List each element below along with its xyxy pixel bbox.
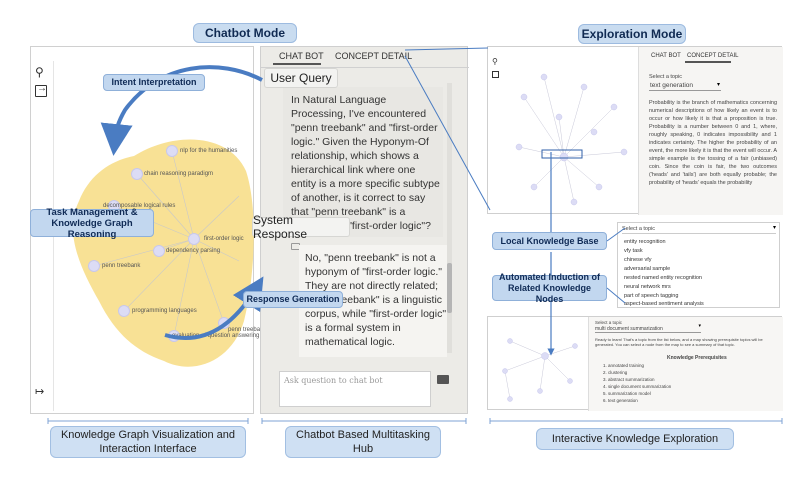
kg-node[interactable] (166, 145, 178, 157)
prerequisite-detail: Select a topic multi document summarizat… (588, 317, 783, 411)
kb-select[interactable]: Select a topic ▾ (622, 225, 776, 234)
tab-concept-detail[interactable]: CONCEPT DETAIL (335, 51, 413, 61)
expand-icon[interactable]: ↦ (35, 386, 45, 398)
tab-chat-bot[interactable]: CHAT BOT (651, 53, 681, 59)
list-item[interactable]: aspect-based sentiment analysis (624, 301, 704, 307)
search-icon[interactable]: ⚲ (35, 65, 44, 79)
concept-detail-pane: CHAT BOT CONCEPT DETAIL Select a topic t… (638, 47, 783, 215)
response-generation-label: Response Generation (243, 291, 343, 308)
send-icon[interactable] (437, 375, 449, 384)
kg-node-label: first-order logic (204, 236, 244, 242)
kb-select-label: Select a topic (622, 226, 656, 232)
topic-select-value: text generation (650, 82, 694, 89)
scrollbar[interactable] (447, 83, 452, 353)
list-item[interactable]: nested named entity recognition (624, 275, 702, 281)
import-icon[interactable] (492, 71, 499, 78)
chevron-down-icon: ▾ (716, 82, 720, 88)
prereq-list-item[interactable]: 4. single document summarization (603, 384, 672, 389)
list-item[interactable]: part of speech tagging (624, 293, 679, 299)
active-tab-indicator (273, 63, 321, 65)
kg-node[interactable] (188, 233, 200, 245)
knowledge-base-list: Select a topic ▾ entity recognition vfy … (617, 222, 780, 308)
list-item[interactable]: chinese vfy (624, 257, 652, 263)
chevron-down-icon: ▾ (772, 225, 776, 231)
kg-node-label: dependency parsing (166, 248, 221, 254)
bot-message-bubble: No, "penn treebank" is not a hyponym of … (299, 245, 447, 357)
prereq-list-item[interactable]: 6. text generation (603, 398, 638, 403)
intent-interpretation-label: Intent Interpretation (103, 74, 205, 91)
concept-definition: Probability is the branch of mathematics… (649, 100, 777, 186)
chevron-down-icon: ▾ (698, 323, 701, 329)
list-item[interactable]: entity recognition (624, 239, 666, 245)
list-item[interactable]: vfy task (624, 248, 643, 254)
search-icon[interactable]: ⚲ (492, 57, 498, 66)
prereq-intro: Ready to learn! That's a topic from the … (595, 337, 763, 347)
graph-canvas[interactable]: nlp for the humanities chain reasoning p… (53, 61, 296, 411)
prereq-topic-select[interactable]: multi document summarization ▾ (595, 323, 701, 333)
tab-chat-bot[interactable]: CHAT BOT (279, 51, 324, 61)
prereq-list-item[interactable]: 3. abstract summarization (603, 377, 655, 382)
list-item[interactable]: neural network mrs (624, 284, 671, 290)
kg-node[interactable] (88, 260, 100, 272)
prereq-heading: Knowledge Prerequisites (667, 355, 727, 361)
chat-input[interactable]: Ask question to chat bot (279, 371, 431, 407)
prereq-list-item[interactable]: 1. annotated training (603, 363, 645, 368)
task-management-label: Task Management & Knowledge Graph Reason… (30, 207, 154, 240)
kg-node[interactable] (153, 245, 165, 257)
automated-induction-label: Automated Induction of Related Knowledge… (492, 272, 607, 304)
exploration-panel: ⚲ CHAT BOT CONCEPT DETAIL Select a topic (487, 46, 783, 215)
list-item[interactable]: adversarial sample (624, 266, 671, 272)
prereq-topic-value: multi document summarization (595, 326, 663, 332)
scrollbar-thumb[interactable] (447, 263, 452, 313)
kg-node-label: evaluation of question answering (172, 333, 260, 339)
prerequisite-graph[interactable] (490, 321, 586, 407)
kg-node-label: decomposable logical rules (103, 203, 176, 209)
mini-graph[interactable] (504, 57, 636, 207)
topic-select[interactable]: text generation ▾ (649, 81, 721, 91)
user-query-label: User Query (264, 68, 338, 88)
kg-node-label: chain reasoning paradigm (144, 171, 214, 177)
interactive-exploration-caption: Interactive Knowledge Exploration (536, 428, 734, 450)
chatbot-hub-caption: Chatbot Based Multitasking Hub (285, 426, 441, 458)
prereq-list-item[interactable]: 5. summarization model (603, 391, 651, 396)
select-topic-label: Select a topic (649, 74, 683, 80)
prerequisite-panel: Select a topic multi document summarizat… (487, 316, 783, 411)
import-icon[interactable]: → (35, 83, 47, 97)
local-knowledge-base-label: Local Knowledge Base (492, 232, 607, 250)
chat-input-placeholder: Ask question to chat bot (284, 376, 383, 385)
prereq-select-label: Select a topic (595, 320, 623, 325)
tab-divider (261, 67, 469, 68)
kg-visualization-caption: Knowledge Graph Visualization and Intera… (50, 426, 246, 458)
chatbot-mode-title: Chatbot Mode (193, 23, 297, 43)
kg-node[interactable] (131, 168, 143, 180)
kg-node[interactable] (118, 305, 130, 317)
system-response-label: System Response (252, 213, 350, 241)
tab-concept-detail[interactable]: CONCEPT DETAIL (687, 53, 739, 59)
exploration-mode-title: Exploration Mode (578, 24, 686, 44)
kg-node-label: programming languages (132, 308, 197, 314)
bot-message-text: No, "penn treebank" is not a hyponym of … (305, 252, 447, 348)
kg-node-label: penn treebank (102, 263, 141, 269)
prereq-list-item[interactable]: 2. clustering (603, 370, 628, 375)
kg-node-label: nlp for the humanities (180, 148, 238, 154)
active-tab-indicator (685, 61, 731, 63)
user-message-bubble: In Natural Language Processing, I've enc… (283, 87, 443, 237)
